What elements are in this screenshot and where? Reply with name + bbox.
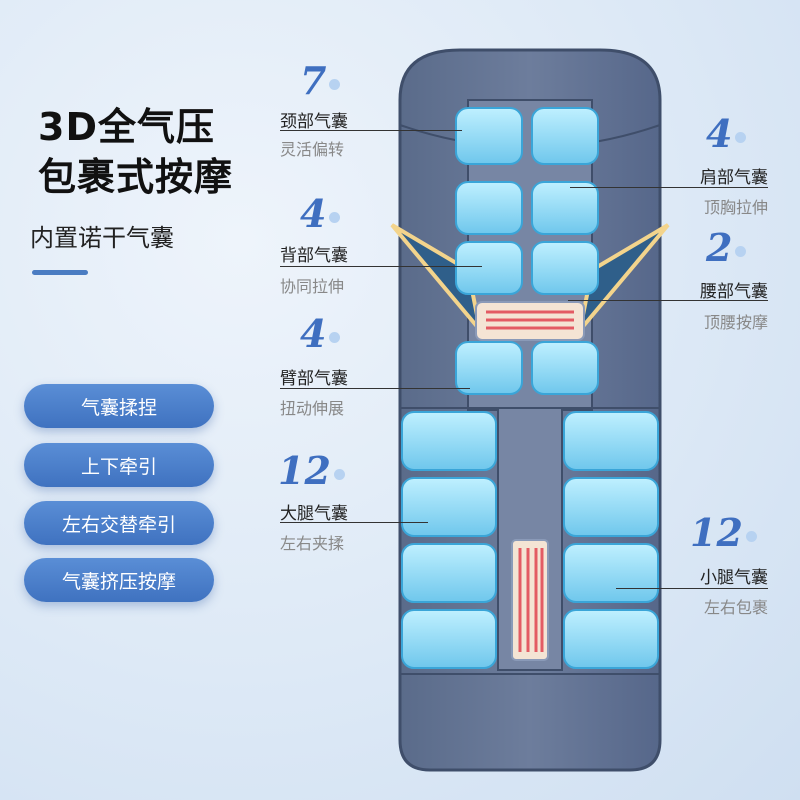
shoulder-leader-line	[570, 187, 768, 188]
thigh-airbag	[401, 411, 497, 471]
thigh-label: 大腿气囊	[280, 504, 348, 524]
arm-leader-line	[280, 388, 470, 389]
calf-airbag	[563, 609, 659, 669]
massage-pad-illustration	[390, 48, 670, 772]
shoulder-airbag	[531, 181, 599, 235]
arm-airbag	[531, 341, 599, 395]
waist-heater	[486, 310, 574, 330]
arm-airbag	[455, 341, 523, 395]
accent-bar	[32, 270, 88, 275]
feature-pill-traction[interactable]: 上下牵引	[24, 443, 214, 487]
shoulder-label: 肩部气囊	[700, 168, 768, 188]
feature-pill-squeeze-massage[interactable]: 气囊挤压按摩	[24, 558, 214, 602]
decor-dot-icon	[329, 79, 341, 90]
back-leader-line	[280, 266, 482, 267]
thigh-count: 12	[278, 452, 345, 490]
shoulder-airbag	[455, 181, 523, 235]
headline-line-2: 包裹式按摩	[38, 155, 234, 199]
decor-dot-icon	[333, 469, 345, 480]
calf-airbag	[563, 477, 659, 537]
decor-dot-icon	[329, 212, 341, 223]
back-count: 4	[300, 195, 341, 233]
thigh-leader-line	[280, 522, 428, 523]
feature-pill-kneading[interactable]: 气囊揉捏	[24, 384, 214, 428]
decor-dot-icon	[735, 132, 747, 143]
neck-desc: 灵活偏转	[280, 140, 345, 159]
back-airbag	[455, 241, 523, 295]
calf-airbag	[563, 543, 659, 603]
calf-count: 12	[690, 514, 757, 552]
shoulder-count: 4	[706, 115, 747, 153]
thigh-airbag	[401, 477, 497, 537]
neck-count: 7	[300, 62, 341, 100]
back-airbag	[531, 241, 599, 295]
waist-leader-line	[568, 300, 768, 301]
leg-heater	[518, 548, 544, 652]
decor-dot-icon	[735, 246, 747, 257]
waist-label: 腰部气囊	[700, 282, 768, 302]
thigh-desc: 左右夹揉	[280, 534, 345, 553]
arm-count: 4	[300, 315, 341, 353]
subheading: 内置诺干气囊	[30, 224, 174, 252]
shoulder-desc: 顶胸拉伸	[703, 198, 768, 217]
left-wing	[390, 223, 482, 332]
calf-leader-line	[616, 588, 768, 589]
thigh-airbag	[563, 411, 659, 471]
calf-desc: 左右包裹	[703, 598, 768, 617]
arm-label: 臂部气囊	[280, 369, 348, 389]
neck-airbag	[455, 107, 523, 165]
decor-dot-icon	[329, 332, 341, 343]
headline-line-1: 3D全气压	[38, 105, 215, 149]
back-desc: 协同拉伸	[280, 277, 345, 296]
waist-desc: 顶腰按摩	[703, 313, 768, 332]
neck-airbag	[531, 107, 599, 165]
neck-label: 颈部气囊	[280, 112, 348, 132]
arm-desc: 扭动伸展	[280, 399, 345, 418]
calf-label: 小腿气囊	[700, 568, 768, 588]
back-label: 背部气囊	[280, 246, 348, 266]
thigh-airbag	[401, 609, 497, 669]
decor-dot-icon	[745, 531, 757, 542]
feature-pill-alternating-traction[interactable]: 左右交替牵引	[24, 501, 214, 545]
thigh-airbag	[401, 543, 497, 603]
waist-count: 2	[706, 229, 747, 267]
neck-leader-line	[280, 130, 462, 131]
